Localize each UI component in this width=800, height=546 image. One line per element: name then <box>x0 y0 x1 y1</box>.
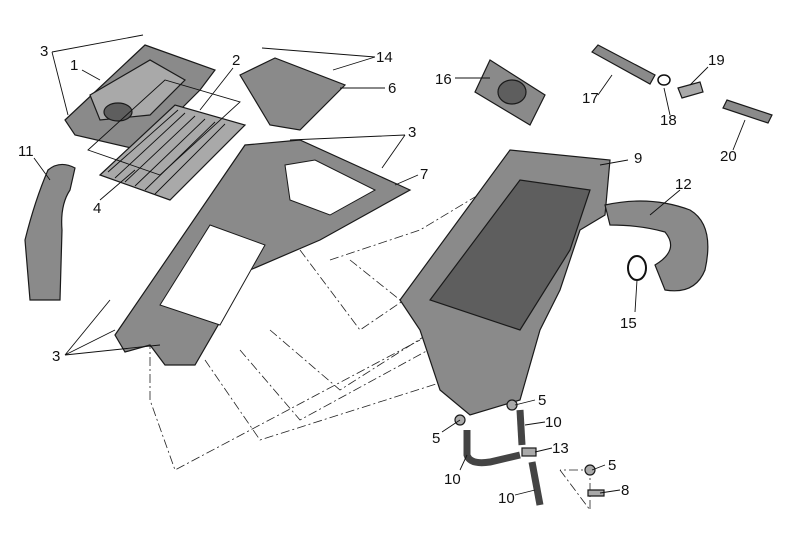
part-10-hose-c <box>528 461 544 506</box>
callout-14: 14 <box>376 49 393 66</box>
part-15-clamp <box>627 255 647 281</box>
part-19-valve <box>677 81 704 99</box>
callout-2: 2 <box>232 52 240 69</box>
part-12-elbow <box>604 200 709 292</box>
part-10-hose-a <box>463 430 521 467</box>
callout-5-c: 5 <box>608 457 616 474</box>
callout-10-c: 10 <box>498 490 515 507</box>
callout-9: 9 <box>634 150 642 167</box>
callout-11: 11 <box>18 143 34 160</box>
leader-lines <box>33 34 746 496</box>
callout-13: 13 <box>552 440 569 457</box>
callout-10-b: 10 <box>444 471 461 488</box>
part-18-clamp <box>657 74 671 86</box>
part-8-screw <box>587 489 605 497</box>
callout-6: 6 <box>388 80 396 97</box>
callout-3-mid: 3 <box>408 124 416 141</box>
callout-4: 4 <box>93 200 101 217</box>
part-2-seal <box>87 79 241 176</box>
part-10-hose-b <box>516 409 526 446</box>
callout-1: 1 <box>70 57 78 74</box>
callout-7: 7 <box>420 166 428 183</box>
part-1-opening <box>103 102 133 122</box>
callout-8: 8 <box>621 482 629 499</box>
callout-12: 12 <box>675 176 692 193</box>
part-11-intake-duct <box>24 163 76 301</box>
callout-10-a: 10 <box>545 414 562 431</box>
callout-16: 16 <box>435 71 452 88</box>
part-20-hose <box>722 99 773 124</box>
callout-17: 17 <box>582 90 599 107</box>
part-6-plate <box>239 57 347 131</box>
callout-15: 15 <box>620 315 637 332</box>
callout-5-b: 5 <box>432 430 440 447</box>
callout-labels: 1 2 3 3 3 4 5 5 5 6 7 8 9 10 10 10 11 12… <box>18 43 737 507</box>
part-9-interior <box>429 179 591 331</box>
callout-5-a: 5 <box>538 392 546 409</box>
part-17-hose <box>591 44 656 85</box>
part-5-clamp-b <box>506 399 518 411</box>
callout-19: 19 <box>708 52 725 69</box>
part-13-connector <box>521 447 537 457</box>
part-5-clamp-c <box>584 464 596 476</box>
part-4-air-filter <box>98 104 247 201</box>
callout-3-top: 3 <box>40 43 48 60</box>
callout-3-bottom: 3 <box>52 348 60 365</box>
part-7-window-lower <box>159 224 266 326</box>
callout-20: 20 <box>720 148 737 165</box>
part-7-window-upper <box>284 159 377 216</box>
callout-18: 18 <box>660 112 677 129</box>
